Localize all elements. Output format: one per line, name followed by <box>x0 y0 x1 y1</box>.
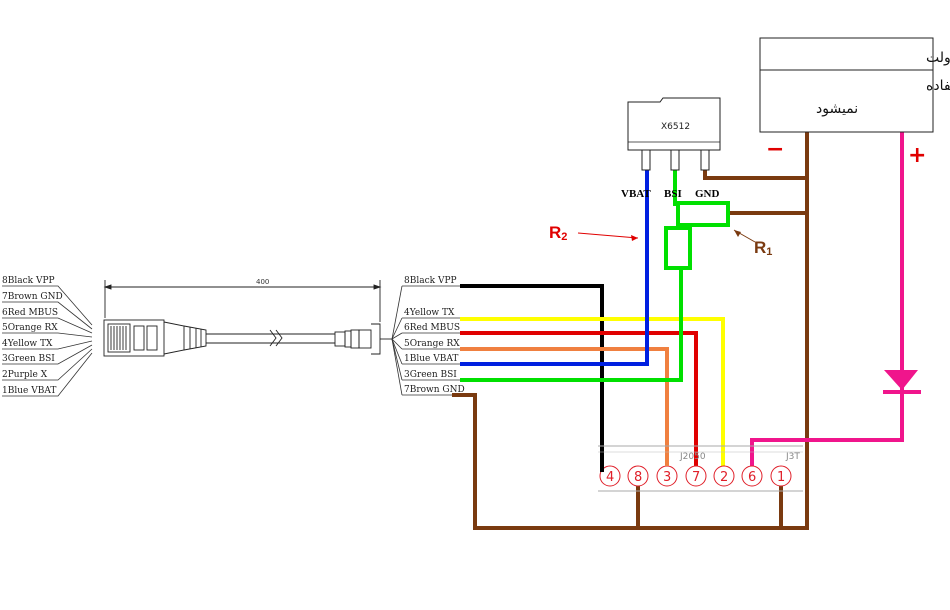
rj-plug-drawing: 8Black VPP 7Brown GND 6Red MBUS 5Orange … <box>2 276 392 397</box>
right-pin-5: 1Blue VBAT <box>404 354 458 364</box>
connector-pin-circle-1 <box>599 465 621 487</box>
connector-pin-3: 3 <box>663 470 671 485</box>
connector-j2050: J2050 J3T 4 8 3 7 2 6 1 <box>598 445 803 492</box>
wire-red-mbus <box>460 331 698 466</box>
left-pin-8: 1Blue VBAT <box>2 386 56 396</box>
connector-pin-4: 7 <box>692 470 700 485</box>
right-pin-4: 5Orange RX <box>404 339 460 349</box>
wires <box>452 132 904 530</box>
left-pin-1: 8Black VPP <box>2 276 55 286</box>
right-pin-3: 6Red MBUS <box>404 323 460 333</box>
right-pin-7: 7Brown GND <box>404 385 465 395</box>
resistor-r2 <box>664 226 692 270</box>
r1-label: R1 <box>754 238 772 258</box>
left-pin-7: 2Purple X <box>2 370 48 380</box>
connector-pin-circle-5 <box>713 465 735 487</box>
right-pin-2: 4Yellow TX <box>404 308 455 318</box>
resistor-r1 <box>676 201 730 227</box>
wire-black-vpp <box>460 284 604 470</box>
right-pin-labels: 8Black VPP 4Yellow TX 6Red MBUS 5Orange … <box>391 276 465 396</box>
connector-pin-6: 6 <box>748 470 756 485</box>
plus-sign: + <box>908 143 926 168</box>
note-line-1: جا باطری کتابی ۹ ولت <box>926 50 950 66</box>
connector-pin-circle-6 <box>741 465 763 487</box>
connector-header-right: J3T <box>785 452 800 462</box>
connector-pin-circle-4 <box>685 465 707 487</box>
ic-pin-bsi: BSI <box>664 188 682 200</box>
connector-pin-1: 4 <box>606 470 614 485</box>
ic-pin-gnd: GND <box>695 188 720 200</box>
note-line-2: در کابلهای جدید استفاده <box>926 78 950 94</box>
wire-blue-vbat <box>460 170 649 366</box>
battery-note: جا باطری کتابی ۹ ولت در کابلهای جدید است… <box>759 37 950 133</box>
connector-pin-circle-7 <box>770 465 792 487</box>
diode <box>883 370 921 394</box>
wire-green-bsi <box>460 268 683 382</box>
connector-pin-circle-2 <box>627 465 649 487</box>
left-pin-2: 7Brown GND <box>2 292 63 302</box>
resistor-labels: R2 R1 <box>549 223 772 258</box>
cable-length-label: 400 <box>256 278 269 286</box>
left-pin-4: 5Orange RX <box>2 323 58 333</box>
r1-letter: R <box>754 238 766 257</box>
left-pin-5: 4Yellow TX <box>2 339 53 349</box>
connector-pin-2: 8 <box>634 470 642 485</box>
left-pin-labels: 8Black VPP 7Brown GND 6Red MBUS 5Orange … <box>2 276 93 397</box>
connector-pin-7: 1 <box>777 470 785 485</box>
r2-arrow <box>577 232 639 239</box>
diode-triangle <box>884 370 918 390</box>
r2-label: R2 <box>549 223 567 243</box>
r2-letter: R <box>549 223 561 242</box>
note-line-3: نمیشود <box>816 101 858 117</box>
resistors <box>664 201 730 270</box>
wire-brown-gnd <box>452 132 809 530</box>
r2-sub: 2 <box>561 231 567 243</box>
right-pin-6: 3Green BSI <box>404 370 457 380</box>
wire-orange-rx <box>460 347 669 466</box>
right-pin-1: 8Black VPP <box>404 276 457 286</box>
wire-magenta-plus <box>750 132 904 466</box>
minus-sign: − <box>766 137 784 162</box>
ic-x6512: X6512 VBAT BSI GND <box>621 97 721 200</box>
ic-name: X6512 <box>661 122 690 132</box>
left-pin-6: 3Green BSI <box>2 354 55 364</box>
wire-brown-ic-gnd <box>703 170 807 180</box>
connector-pin-5: 2 <box>720 470 728 485</box>
connector-header-left: J2050 <box>679 452 706 462</box>
wire-yellow-tx <box>460 317 725 466</box>
r1-sub: 1 <box>766 246 772 258</box>
ic-pin-vbat: VBAT <box>621 188 651 200</box>
left-pin-3: 6Red MBUS <box>2 308 58 318</box>
